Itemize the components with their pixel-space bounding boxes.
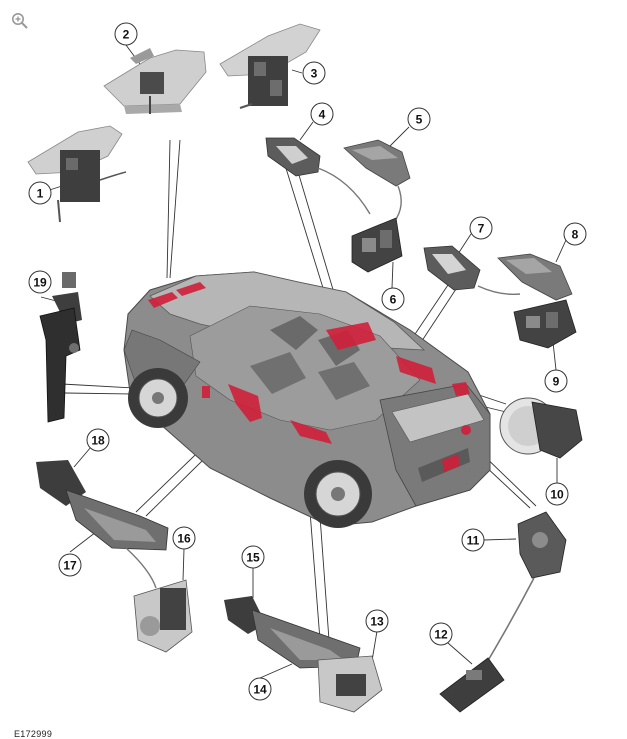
part-12-tailgate-release bbox=[439, 657, 505, 713]
callout-12: 12 bbox=[429, 622, 453, 646]
callouts: 1 2 3 4 5 6 7 8 9 10 11 12 13 14 15 16 1… bbox=[28, 22, 587, 701]
callout-13: 13 bbox=[365, 609, 389, 633]
svg-text:13: 13 bbox=[370, 615, 384, 629]
svg-text:6: 6 bbox=[390, 293, 397, 307]
svg-text:14: 14 bbox=[253, 683, 267, 697]
part-3-bonnet-latch bbox=[219, 23, 321, 109]
callout-9: 9 bbox=[544, 369, 568, 393]
svg-text:1: 1 bbox=[37, 187, 44, 201]
vehicle-highlights bbox=[148, 282, 471, 472]
part-9-door-latch bbox=[513, 299, 577, 349]
callout-15: 15 bbox=[241, 545, 265, 569]
svg-text:3: 3 bbox=[311, 67, 318, 81]
svg-text:10: 10 bbox=[550, 488, 564, 502]
svg-text:16: 16 bbox=[177, 532, 191, 546]
callout-16: 16 bbox=[172, 526, 196, 550]
callout-6: 6 bbox=[381, 287, 405, 311]
svg-text:19: 19 bbox=[33, 276, 47, 290]
part-13-rear-door-latch bbox=[317, 655, 383, 713]
callout-2: 2 bbox=[114, 22, 138, 46]
callout-17: 17 bbox=[58, 553, 82, 577]
part-11-tailgate-latch bbox=[485, 511, 567, 665]
part-16-front-door-latch bbox=[133, 579, 193, 653]
svg-text:17: 17 bbox=[63, 559, 77, 573]
part-6-door-latch bbox=[351, 217, 403, 273]
part-10-fuel-flap-actuator bbox=[499, 397, 583, 459]
zoom-in-icon[interactable] bbox=[11, 12, 29, 30]
svg-text:11: 11 bbox=[467, 534, 480, 548]
svg-text:4: 4 bbox=[319, 108, 326, 122]
svg-text:7: 7 bbox=[478, 222, 485, 236]
callout-3: 3 bbox=[302, 61, 326, 85]
part-18-front-door-actuator bbox=[36, 460, 169, 589]
vehicle-body bbox=[123, 271, 491, 528]
part-19-bonnet-release-handle bbox=[39, 272, 82, 423]
svg-text:12: 12 bbox=[434, 628, 448, 642]
callout-10: 10 bbox=[545, 482, 569, 506]
part-8-exterior-handle bbox=[497, 253, 573, 301]
callout-14: 14 bbox=[248, 677, 272, 701]
part-7-interior-handle bbox=[423, 245, 521, 296]
callout-1: 1 bbox=[28, 181, 52, 205]
part-1-bonnet-latch bbox=[27, 125, 127, 223]
svg-text:15: 15 bbox=[246, 551, 260, 565]
svg-text:5: 5 bbox=[416, 113, 423, 127]
callout-18: 18 bbox=[86, 428, 110, 452]
svg-text:9: 9 bbox=[553, 375, 560, 389]
callout-4: 4 bbox=[310, 102, 334, 126]
callout-5: 5 bbox=[407, 107, 431, 131]
part-4-interior-handle bbox=[265, 137, 371, 215]
part-2-bonnet-latch bbox=[103, 48, 207, 114]
part-5-exterior-handle bbox=[343, 139, 411, 223]
part-15-rear-door-actuator bbox=[224, 596, 361, 669]
callout-7: 7 bbox=[469, 216, 493, 240]
callout-11: 11 bbox=[461, 528, 485, 552]
figure-code: E172999 bbox=[14, 729, 53, 739]
callout-8: 8 bbox=[563, 222, 587, 246]
callout-19: 19 bbox=[28, 270, 52, 294]
svg-text:18: 18 bbox=[91, 434, 105, 448]
svg-text:8: 8 bbox=[572, 228, 579, 242]
svg-text:2: 2 bbox=[123, 28, 130, 42]
